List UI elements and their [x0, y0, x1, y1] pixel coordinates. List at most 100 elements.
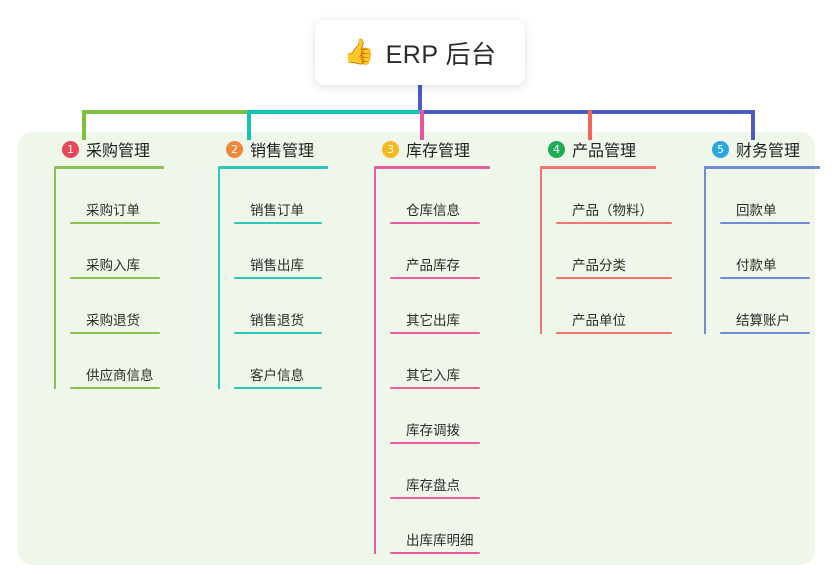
menu-item[interactable]: 产品单位: [556, 279, 672, 334]
menu-item-label: 销售退货: [250, 313, 304, 328]
menu-item-label: 出库库明细: [406, 533, 474, 548]
column-product: 4 产品管理产品（物料） 产品分类产品单位: [526, 132, 672, 334]
menu-item-label: 库存盘点: [406, 478, 460, 493]
menu-item-rule: [556, 222, 672, 224]
menu-item[interactable]: 供应商信息: [70, 334, 164, 389]
menu-item[interactable]: 其它入库: [390, 334, 490, 389]
menu-item-label: 其它出库: [406, 313, 460, 328]
column-items-finance: 回款单付款单结算账户: [704, 169, 820, 334]
column-number-badge: 4: [548, 140, 565, 158]
menu-item[interactable]: 产品分类: [556, 224, 672, 279]
column-items-inventory: 仓库信息产品库存其它出库其它入库库存调拨库存盘点出库库明细: [374, 169, 490, 554]
menu-item-label: 产品单位: [572, 313, 626, 328]
menu-item[interactable]: 出库库明细: [390, 499, 490, 554]
menu-item-label: 销售出库: [250, 258, 304, 273]
diagram-panel-background: [18, 132, 815, 565]
menu-item[interactable]: 库存盘点: [390, 444, 490, 499]
menu-item-rule: [390, 497, 480, 499]
stub-finance: [751, 110, 755, 140]
column-trunk-line: [540, 169, 542, 334]
menu-item[interactable]: 采购退货: [70, 279, 164, 334]
column-trunk-line: [218, 169, 220, 389]
menu-item-rule: [70, 277, 160, 279]
menu-item-label: 仓库信息: [406, 203, 460, 218]
segment-teal: [247, 110, 420, 114]
menu-item-label: 采购退货: [86, 313, 140, 328]
column-number-badge: 5: [712, 140, 729, 158]
menu-item[interactable]: 仓库信息: [390, 169, 490, 224]
menu-item-rule: [390, 387, 480, 389]
menu-item-label: 销售订单: [250, 203, 304, 218]
column-header-rule: [540, 166, 656, 169]
menu-item-rule: [234, 277, 322, 279]
menu-item[interactable]: 库存调拨: [390, 389, 490, 444]
column-number-badge: 3: [382, 140, 399, 158]
thumbs-up-icon: 👍: [343, 38, 375, 66]
menu-item-rule: [390, 332, 480, 334]
menu-item[interactable]: 采购订单: [70, 169, 164, 224]
menu-item-rule: [720, 332, 810, 334]
stub-inventory: [420, 110, 424, 140]
menu-item-rule: [70, 222, 160, 224]
menu-item[interactable]: 其它出库: [390, 279, 490, 334]
segment-blue: [420, 110, 753, 114]
menu-item-label: 采购订单: [86, 203, 140, 218]
menu-item[interactable]: 销售订单: [234, 169, 328, 224]
column-header-product[interactable]: 4 产品管理: [526, 132, 656, 166]
menu-item[interactable]: 结算账户: [720, 279, 820, 334]
column-header-inventory[interactable]: 3 库存管理: [360, 132, 490, 166]
menu-item-rule: [556, 332, 672, 334]
column-procurement: 1 采购管理采购订单采购入库采购退货供应商信息: [40, 132, 164, 389]
column-trunk-line: [54, 169, 56, 389]
column-items-product: 产品（物料） 产品分类产品单位: [540, 169, 672, 334]
menu-item[interactable]: 回款单: [720, 169, 820, 224]
menu-item-label: 结算账户: [736, 313, 790, 328]
column-items-procurement: 采购订单采购入库采购退货供应商信息: [54, 169, 164, 389]
menu-item-label: 供应商信息: [86, 368, 154, 383]
menu-item-label: 付款单: [736, 258, 777, 273]
column-finance: 5 财务管理回款单付款单结算账户: [690, 132, 820, 334]
column-header-rule: [54, 166, 164, 169]
column-header-rule: [374, 166, 490, 169]
column-trunk-line: [704, 169, 706, 334]
menu-item[interactable]: 付款单: [720, 224, 820, 279]
column-number-badge: 2: [226, 140, 243, 158]
column-header-rule: [704, 166, 820, 169]
column-inventory: 3 库存管理仓库信息产品库存其它出库其它入库库存调拨库存盘点出库库明细: [360, 132, 490, 554]
column-title: 财务管理: [736, 143, 801, 160]
menu-item-rule: [234, 222, 322, 224]
menu-item[interactable]: 客户信息: [234, 334, 328, 389]
column-title: 库存管理: [406, 143, 471, 160]
menu-item-rule: [390, 277, 480, 279]
menu-item-rule: [556, 277, 672, 279]
segment-green: [82, 110, 247, 114]
menu-item-label: 产品分类: [572, 258, 626, 273]
root-node-title: ERP 后台: [385, 40, 497, 69]
column-title: 采购管理: [86, 143, 151, 160]
column-header-procurement[interactable]: 1 采购管理: [40, 132, 164, 166]
menu-item[interactable]: 销售退货: [234, 279, 328, 334]
menu-item-rule: [720, 222, 810, 224]
menu-item-label: 客户信息: [250, 368, 304, 383]
menu-item[interactable]: 销售出库: [234, 224, 328, 279]
menu-item-rule: [390, 442, 480, 444]
menu-item-label: 产品库存: [406, 258, 460, 273]
menu-item[interactable]: 产品（物料）: [556, 169, 672, 224]
menu-item-label: 库存调拨: [406, 423, 460, 438]
stub-product: [588, 110, 592, 140]
menu-item-rule: [70, 332, 160, 334]
root-node-card[interactable]: 👍 ERP 后台: [315, 20, 525, 85]
menu-item-label: 产品（物料）: [572, 203, 653, 218]
trunk-vertical-line: [418, 85, 422, 113]
column-title: 产品管理: [572, 143, 637, 160]
menu-item-rule: [390, 552, 480, 554]
column-header-finance[interactable]: 5 财务管理: [690, 132, 820, 166]
menu-item[interactable]: 产品库存: [390, 224, 490, 279]
menu-item[interactable]: 采购入库: [70, 224, 164, 279]
menu-item-rule: [234, 332, 322, 334]
column-trunk-line: [374, 169, 376, 554]
column-number-badge: 1: [62, 140, 79, 158]
